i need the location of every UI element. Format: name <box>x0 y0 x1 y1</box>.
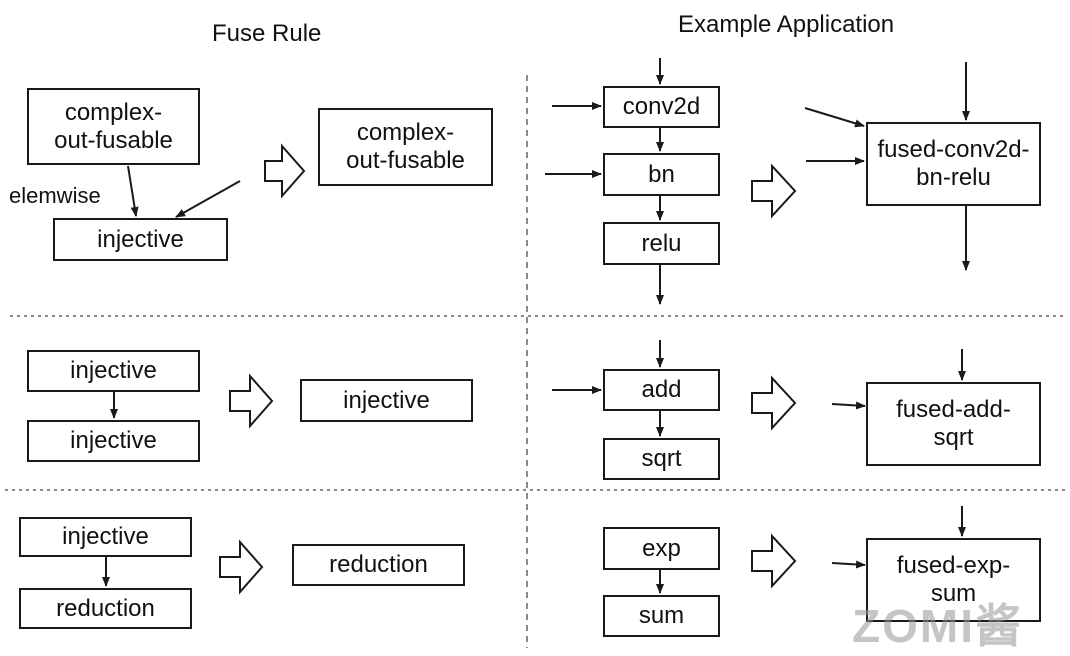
fuse-rule-header: Fuse Rule <box>212 20 322 47</box>
ex3-fused-box: fused-exp- sum <box>866 538 1041 622</box>
rule2-injective-top-box: injective <box>27 350 200 392</box>
rule1-injective-box: injective <box>53 218 228 261</box>
ex2-fused-box: fused-add- sqrt <box>866 382 1041 466</box>
rule3-reduction-box: reduction <box>19 588 192 629</box>
rule1-result-box: complex- out-fusable <box>318 108 493 186</box>
ex2-fused-in-left <box>831 401 866 410</box>
rule2-fuse-arrow <box>229 373 274 429</box>
ex3-sum-box: sum <box>603 595 720 637</box>
rule3-fuse-arrow <box>219 539 264 595</box>
rule3-injective-box: injective <box>19 517 192 557</box>
rule1-elemwise-label: elemwise <box>9 183 101 208</box>
rule1-elemwise-arrow <box>127 165 139 217</box>
rule1-fuse-arrow <box>264 143 306 199</box>
ex1-conv2d-box: conv2d <box>603 86 720 128</box>
ex2-add-box: add <box>603 369 720 411</box>
ex2-fuse-arrow <box>751 375 797 431</box>
rule1-input-arrow <box>175 180 241 218</box>
ex1-bn-box: bn <box>603 153 720 196</box>
ex3-fused-in-left <box>831 560 866 569</box>
rule2-result-box: injective <box>300 379 473 422</box>
ex1-fuse-arrow <box>751 163 797 219</box>
example-application-header: Example Application <box>678 11 895 38</box>
rule2-injective-bottom-box: injective <box>27 420 200 462</box>
ex3-fuse-arrow <box>751 533 797 589</box>
ex2-sqrt-box: sqrt <box>603 438 720 480</box>
ex3-exp-box: exp <box>603 527 720 570</box>
zomi-watermark: ZOMI酱 <box>852 600 1023 652</box>
ex1-fused-box: fused-conv2d- bn-relu <box>866 122 1041 206</box>
ex1-fused-in-diag <box>804 107 865 128</box>
rule1-complex-out-fusable-box: complex- out-fusable <box>27 88 200 165</box>
ex1-relu-box: relu <box>603 222 720 265</box>
rule3-result-box: reduction <box>292 544 465 586</box>
